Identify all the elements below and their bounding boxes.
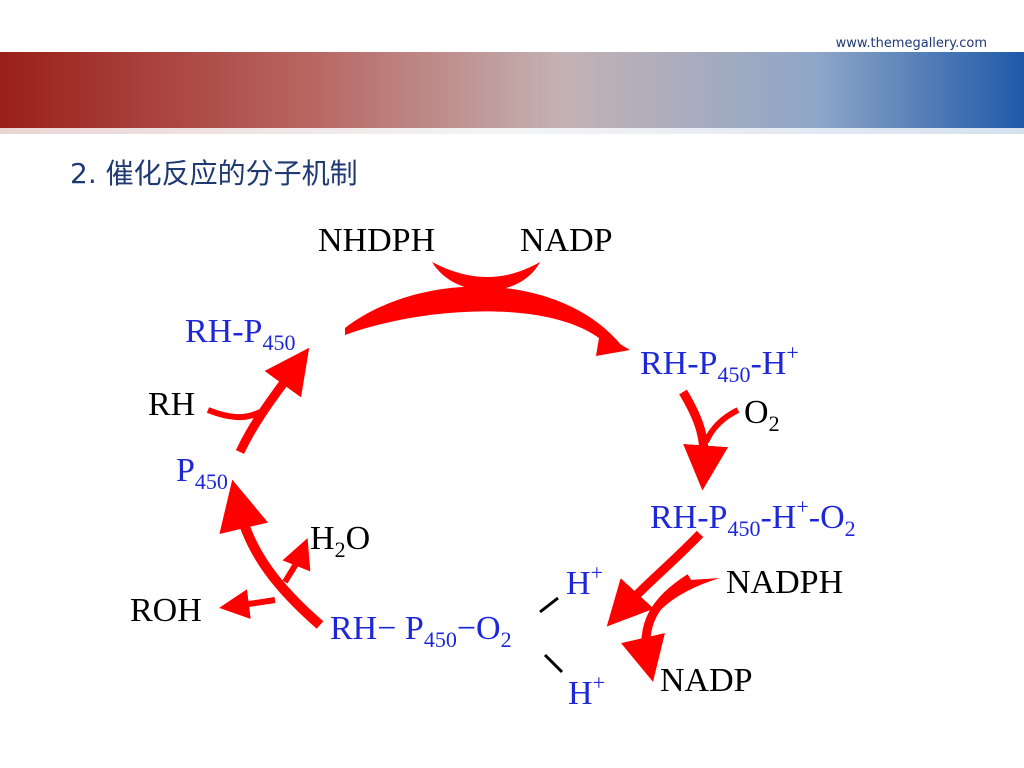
left-up-arrow — [235, 347, 310, 454]
right-down-arrow — [679, 389, 729, 491]
label-rh-p450-h: RH-P450-H+ — [640, 340, 799, 387]
header-band — [0, 52, 1024, 134]
label-nhdph: NHDPH — [318, 222, 436, 259]
lower-left-arrow — [219, 479, 324, 629]
rh-feed-arrow — [206, 407, 262, 420]
label-h-plus-bottom: H+ — [568, 670, 605, 712]
slide-title: 2. 催化反应的分子机制 — [70, 157, 358, 190]
label-rh-p450: RH-P450 — [185, 313, 296, 355]
label-h2o: H2O — [310, 520, 371, 562]
label-h-plus-top: H+ — [566, 560, 603, 602]
label-rh-p450-h-o2: RH-P450-H+-O2 — [650, 494, 856, 541]
h-plus-top-connector — [539, 596, 559, 614]
label-nadp-bottom: NADP — [660, 662, 753, 699]
top-arc-arrowhead — [596, 332, 630, 356]
label-roh: ROH — [130, 592, 202, 629]
h2o-branch — [282, 538, 311, 584]
label-rh-left: RH — [148, 386, 196, 423]
nadph-nadp-hook — [432, 262, 540, 291]
nadp-hook-arrow — [621, 574, 693, 682]
roh-branch — [219, 589, 276, 620]
label-p450: P450 — [176, 452, 228, 494]
label-nadp-top: NADP — [520, 222, 613, 259]
h-plus-bottom-connector — [543, 653, 564, 674]
lower-right-arrow — [606, 530, 704, 627]
label-o2-side: O2 — [744, 394, 780, 436]
label-rh-p450-o2: RH− P450−O2 — [330, 610, 512, 652]
label-nadph-right: NADPH — [726, 564, 844, 601]
top-arc-arrow — [345, 286, 622, 346]
o2-feed-arrow — [703, 407, 740, 444]
header-url[interactable]: www.themegallery.com — [835, 36, 987, 51]
